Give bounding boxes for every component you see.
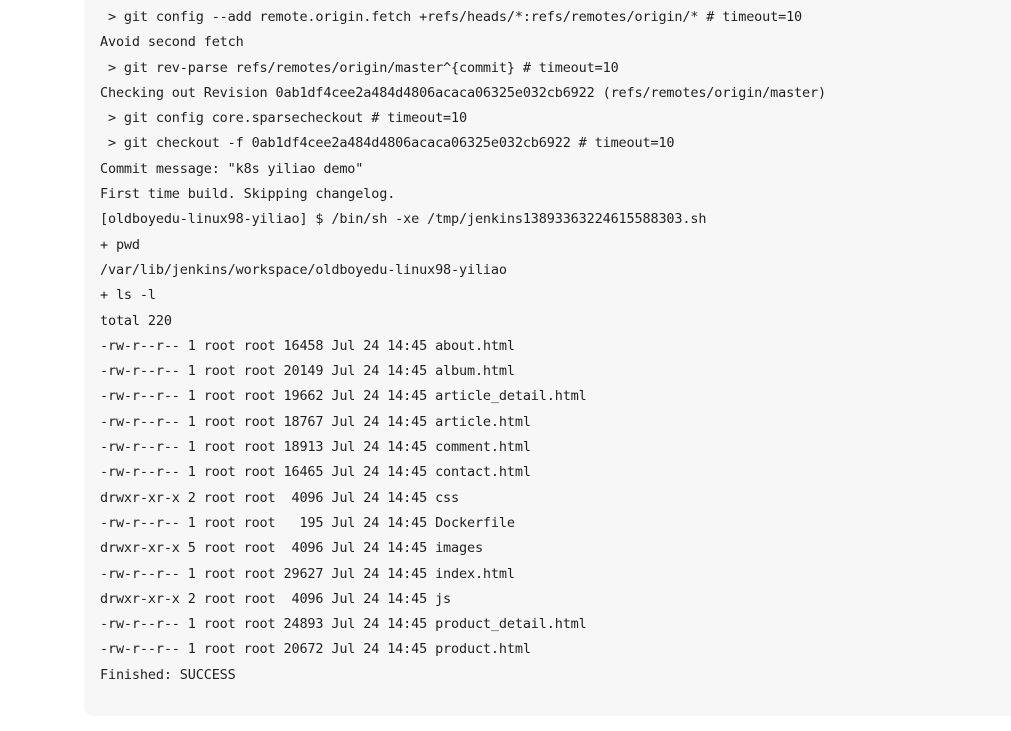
console-line: > git rev-parse refs/remotes/origin/mast… xyxy=(100,59,619,76)
console-line: Checking out Revision 0ab1df4cee2a484d48… xyxy=(100,84,826,101)
console-line: First time build. Skipping changelog. xyxy=(100,186,396,203)
console-line: -rw-r--r-- 1 root root 29627 Jul 24 14:4… xyxy=(100,565,515,582)
console-line: + pwd xyxy=(100,236,140,253)
console-line: + ls -l xyxy=(100,287,156,304)
console-line: -rw-r--r-- 1 root root 16465 Jul 24 14:4… xyxy=(100,464,531,481)
console-line-cut-off xyxy=(100,0,820,5)
console-line: -rw-r--r-- 1 root root 24893 Jul 24 14:4… xyxy=(100,616,587,633)
console-line: drwxr-xr-x 5 root root 4096 Jul 24 14:45… xyxy=(100,540,483,557)
console-output-panel xyxy=(84,0,1011,716)
console-line: /var/lib/jenkins/workspace/oldboyedu-lin… xyxy=(100,261,507,278)
console-line: Commit message: "k8s yiliao demo" xyxy=(100,160,364,177)
console-line: [oldboyedu-linux98-yiliao] $ /bin/sh -xe… xyxy=(100,211,707,228)
console-line: > git config core.sparsecheckout # timeo… xyxy=(100,110,467,127)
console-line: > git checkout -f 0ab1df4cee2a484d4806ac… xyxy=(100,135,675,152)
console-line: -rw-r--r-- 1 root root 18913 Jul 24 14:4… xyxy=(100,439,531,456)
console-line: drwxr-xr-x 2 root root 4096 Jul 24 14:45… xyxy=(100,590,452,607)
console-line: > git config --add remote.origin.fetch +… xyxy=(100,9,803,25)
console-line: -rw-r--r-- 1 root root 20149 Jul 24 14:4… xyxy=(100,363,515,380)
console-line: -rw-r--r-- 1 root root 18767 Jul 24 14:4… xyxy=(100,413,531,430)
console-line-finished-status: Finished: SUCCESS xyxy=(100,666,236,683)
console-line: -rw-r--r-- 1 root root 16458 Jul 24 14:4… xyxy=(100,337,515,354)
console-line: drwxr-xr-x 2 root root 4096 Jul 24 14:45… xyxy=(100,489,459,506)
console-line: -rw-r--r-- 1 root root 195 Jul 24 14:45 … xyxy=(100,514,515,531)
console-line: total 220 xyxy=(100,312,172,329)
console-output: > git config --add remote.origin.fetch +… xyxy=(100,5,826,688)
console-line: Avoid second fetch xyxy=(100,34,244,51)
console-line: -rw-r--r-- 1 root root 19662 Jul 24 14:4… xyxy=(100,388,587,405)
console-line: -rw-r--r-- 1 root root 20672 Jul 24 14:4… xyxy=(100,641,531,658)
